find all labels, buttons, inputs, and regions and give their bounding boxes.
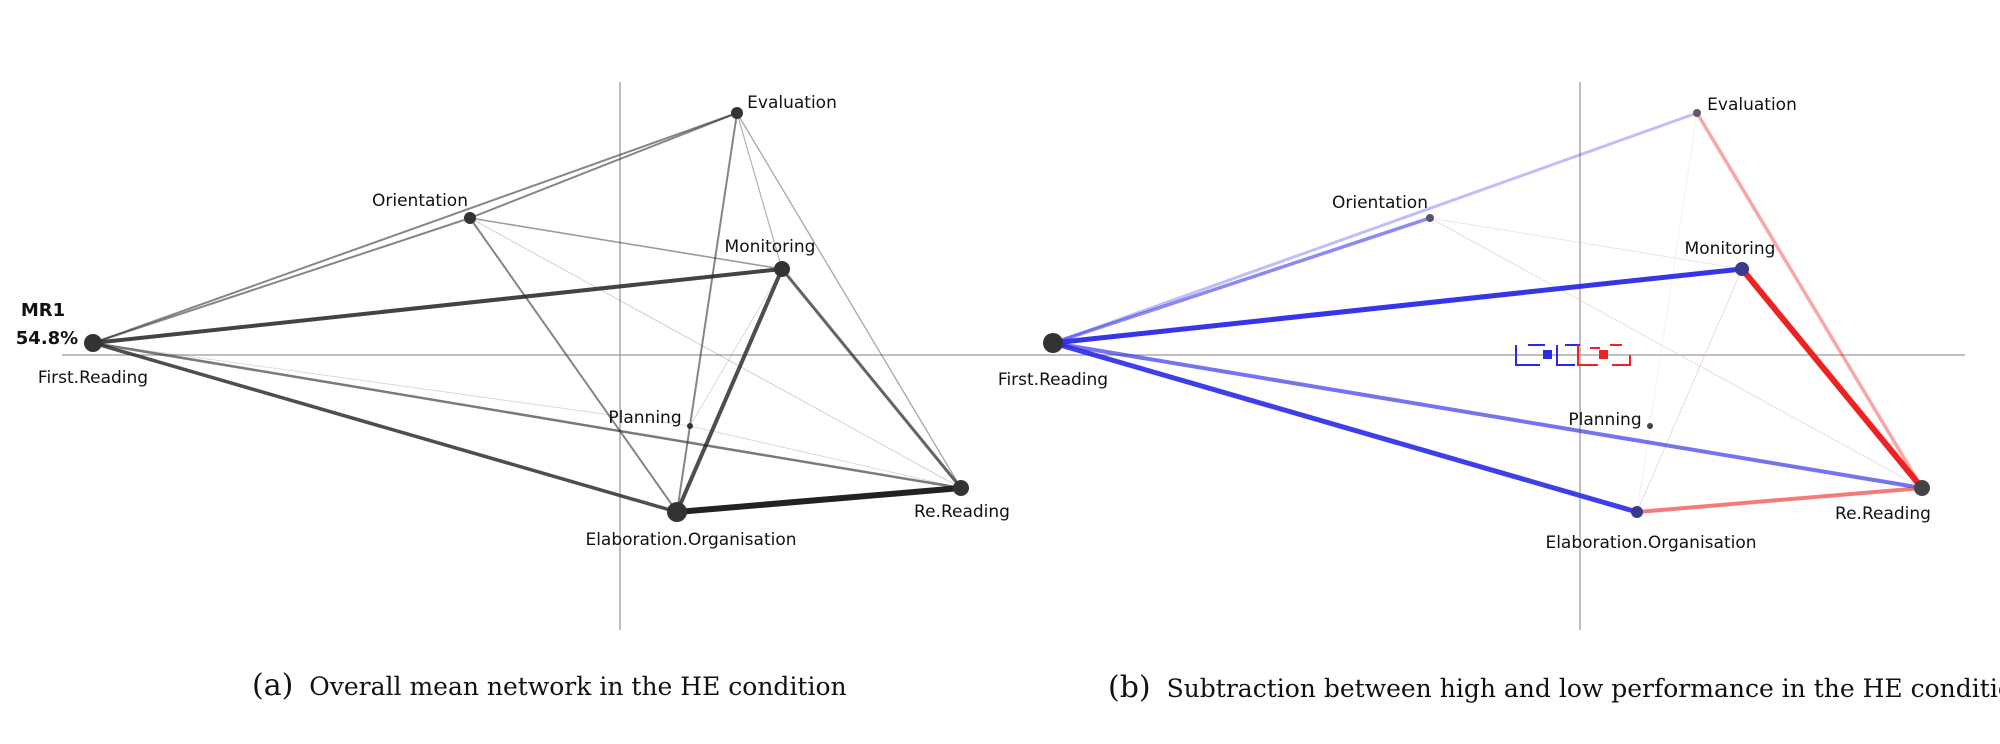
label-orientation: Orientation xyxy=(372,191,468,211)
label-elaboration-organisation: Elaboration.Organisation xyxy=(585,530,796,550)
edge-b-firstreading-rereading xyxy=(1051,341,1924,490)
edge-b-firstreading-monitoring xyxy=(1050,266,1745,346)
edge-firstreading-planning xyxy=(92,342,691,427)
label-planning: Planning xyxy=(608,408,681,428)
edge-orientation-monitoring xyxy=(469,217,783,270)
caption-a: (a) Overall mean network in the HE condi… xyxy=(252,668,847,703)
node-elaboration-organisation xyxy=(667,502,687,522)
edge-b-firstreading-evaluation xyxy=(1051,111,1699,345)
high-mean-marker xyxy=(1543,350,1552,359)
edge-b-evaluation-elaboration xyxy=(1636,112,1698,513)
node-b-evaluation xyxy=(1693,109,1701,117)
caption-a-text: Overall mean network in the HE condition xyxy=(309,672,846,701)
edge-monitoring-planning xyxy=(689,268,783,427)
low-mean-marker xyxy=(1599,350,1608,359)
label-b-evaluation: Evaluation xyxy=(1707,95,1797,115)
label-b-elaboration-organisation: Elaboration.Organisation xyxy=(1545,533,1756,553)
edge-planning-rereading xyxy=(689,425,962,489)
high-ci-marker xyxy=(1515,344,1580,366)
edge-b-firstreading-elaboration xyxy=(1050,340,1640,515)
axis-label: MR1 xyxy=(21,300,65,321)
edge-b-monitoring-rereading xyxy=(1739,266,1925,491)
label-b-monitoring: Monitoring xyxy=(1685,239,1776,259)
caption-b: (b) Subtraction between high and low per… xyxy=(1108,670,2000,705)
faint-edges-b xyxy=(1429,112,1923,513)
node-b-re-reading xyxy=(1914,480,1930,496)
node-b-orientation xyxy=(1426,214,1434,222)
panel-a: MR1 54.8% First.Reading Orientation Eval… xyxy=(16,82,1010,703)
label-monitoring: Monitoring xyxy=(725,237,816,257)
edge-b-orientation-rereading xyxy=(1429,217,1923,489)
node-monitoring xyxy=(774,261,790,277)
edge-firstreading-evaluation xyxy=(92,112,738,344)
mean-markers-b xyxy=(1515,344,1631,366)
node-b-elaboration-organisation xyxy=(1631,506,1643,518)
edge-firstreading-rereading xyxy=(91,341,963,490)
edge-elaboration-rereading xyxy=(674,485,964,515)
caption-a-letter: (a) xyxy=(252,668,293,703)
edge-b-orientation-monitoring xyxy=(1429,217,1743,270)
edge-evaluation-monitoring xyxy=(736,112,783,270)
label-b-orientation: Orientation xyxy=(1332,193,1428,213)
edge-monitoring-elaboration xyxy=(675,267,784,514)
node-b-planning xyxy=(1647,423,1653,429)
edge-b-monitoring-elaboration xyxy=(1636,268,1743,513)
low-ci-marker xyxy=(1577,344,1631,366)
edges-b xyxy=(1050,111,1925,515)
edge-orientation-evaluation xyxy=(469,112,738,219)
edges-a xyxy=(91,112,964,515)
edge-firstreading-elaboration xyxy=(91,341,679,514)
edge-firstreading-orientation xyxy=(92,217,471,344)
label-b-planning: Planning xyxy=(1568,410,1641,430)
node-planning xyxy=(687,423,693,429)
nodes-a xyxy=(84,107,969,522)
label-b-re-reading: Re.Reading xyxy=(1835,504,1931,524)
edge-monitoring-rereading xyxy=(780,267,963,490)
node-labels-a: MR1 54.8% First.Reading Orientation Eval… xyxy=(16,93,1010,550)
edge-b-firstreading-orientation xyxy=(1051,216,1432,345)
node-first-reading xyxy=(84,334,102,352)
edge-b-evaluation-rereading xyxy=(1695,111,1924,490)
axis-value: 54.8% xyxy=(16,328,78,349)
caption-b-text: Subtraction between high and low perform… xyxy=(1167,674,2000,703)
label-first-reading: First.Reading xyxy=(38,368,148,388)
label-re-reading: Re.Reading xyxy=(914,502,1010,522)
node-re-reading xyxy=(953,480,969,496)
edge-b-elaboration-rereading xyxy=(1635,486,1924,514)
node-labels-b: First.Reading Orientation Evaluation Mon… xyxy=(998,95,1931,553)
edge-evaluation-rereading xyxy=(736,112,962,489)
panel-b: First.Reading Orientation Evaluation Mon… xyxy=(998,82,2000,705)
node-orientation xyxy=(464,212,476,224)
edge-orientation-rereading xyxy=(469,217,962,489)
edge-orientation-elaboration xyxy=(469,217,678,513)
nodes-b xyxy=(1043,109,1930,518)
node-b-monitoring xyxy=(1735,262,1749,276)
edge-evaluation-elaboration xyxy=(676,112,738,513)
edge-firstreading-monitoring xyxy=(91,267,784,345)
caption-b-letter: (b) xyxy=(1108,670,1151,705)
label-b-first-reading: First.Reading xyxy=(998,370,1108,390)
label-evaluation: Evaluation xyxy=(747,93,837,113)
node-b-first-reading xyxy=(1043,333,1063,353)
node-evaluation xyxy=(731,107,743,119)
